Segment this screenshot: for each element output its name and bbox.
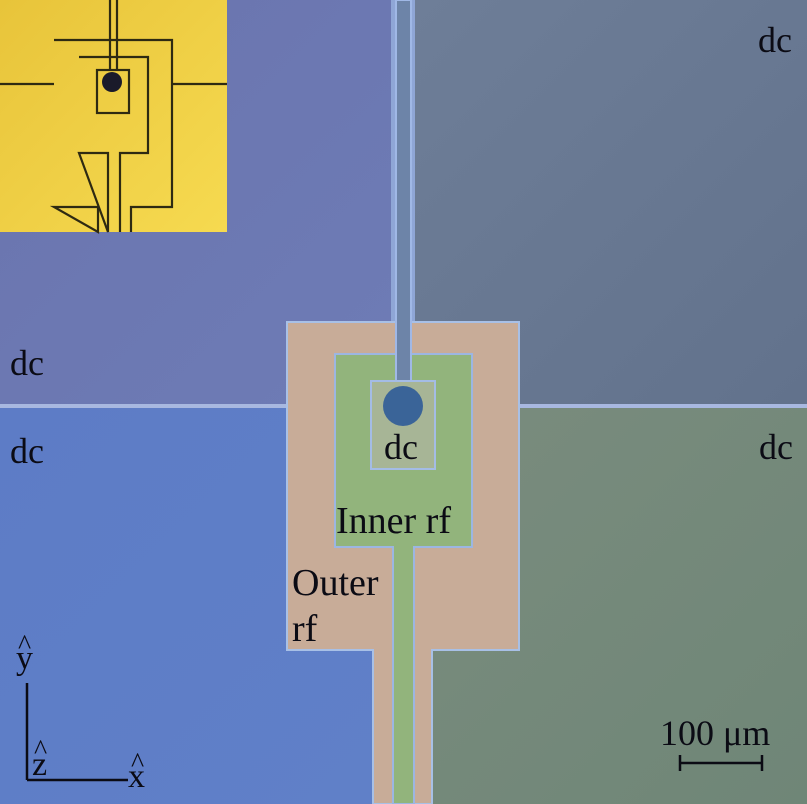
dc-label-center: dc — [384, 427, 418, 467]
outer-rf-label-line1: Outer — [292, 562, 379, 604]
dc-label-right: dc — [759, 427, 793, 467]
scale-bar — [678, 755, 764, 771]
center-dc-lead — [395, 0, 412, 384]
outer-rf-label-line2: rf — [292, 608, 318, 650]
inset-photo — [0, 0, 227, 234]
axis-z-hat: ^ — [34, 735, 48, 766]
dc-label-top-right: dc — [758, 20, 792, 60]
axis-x-label: x — [128, 758, 145, 795]
dc-label-left-lower: dc — [10, 431, 44, 471]
axis-y-hat: ^ — [18, 630, 32, 661]
axis-x-hat: ^ — [131, 748, 145, 779]
axis-z-label: z — [32, 746, 48, 783]
inner-rf-electrode — [334, 353, 473, 804]
dc-label-left-upper: dc — [10, 343, 44, 383]
scale-bar-label: 100 μm — [660, 713, 771, 753]
axis-y-label: y — [16, 640, 33, 677]
inner-rf-label: Inner rf — [336, 500, 451, 542]
via-hole — [383, 386, 423, 426]
coordinate-axes — [25, 683, 128, 782]
